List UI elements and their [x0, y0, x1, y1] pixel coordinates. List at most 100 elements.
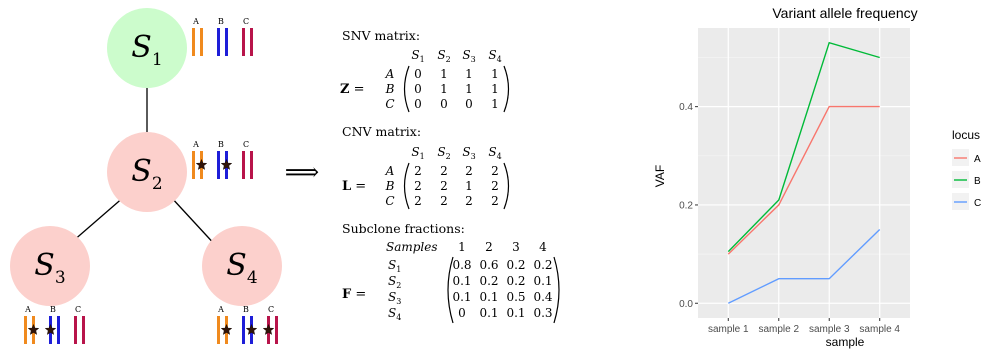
cnv-cell: 2 [465, 164, 473, 178]
fractions-bracket-left [447, 256, 454, 324]
mutation-star-icon-fill [221, 324, 232, 335]
snv-title: SNV matrix: [342, 28, 420, 43]
cnv-cell: 2 [440, 179, 448, 193]
locus-label: C [268, 305, 274, 314]
mutation-star-icon-fill [246, 324, 257, 335]
fractions-title: Subclone fractions: [342, 221, 465, 236]
chromosome-bar-a [217, 316, 220, 344]
snv-cell: 1 [491, 67, 499, 81]
cnv-cell: 2 [491, 179, 499, 193]
chromosome-bar-b [242, 316, 245, 344]
locus-label: B [218, 140, 224, 149]
vaf-chart: Variant allele frequency 0.00.20.4sample… [653, 5, 981, 349]
gridlines [698, 28, 910, 318]
snv-lhs: Z = [340, 82, 365, 97]
mutation-star-icon [195, 158, 208, 170]
y-tick-label: 0.4 [679, 102, 693, 113]
node-s4-label: S4 [226, 248, 257, 288]
node-s3-label: S3 [34, 248, 65, 288]
cnv-col-header: S1 [411, 145, 424, 161]
node-s1-circle [107, 8, 187, 88]
locus-label: B [50, 305, 56, 314]
legend: locus ABC [952, 128, 981, 210]
chromosome-bar-b [217, 28, 220, 56]
fractions-cell: 0.1 [533, 274, 552, 288]
chart-title: Variant allele frequency [772, 5, 917, 21]
x-tick-label: sample 4 [859, 324, 900, 335]
fractions-cell: 0.1 [452, 290, 471, 304]
snv-row-label: C [385, 97, 394, 111]
fractions-cell: 0.8 [452, 258, 471, 272]
snv-col-headers: S1 S2 S3 S4 [411, 48, 501, 64]
locus-label: A [24, 305, 31, 314]
snv-bracket-left [403, 65, 410, 113]
snv-cell: 1 [440, 67, 448, 81]
fractions-col-header: 4 [539, 240, 547, 254]
fractions-cell: 0.1 [479, 306, 498, 320]
x-tick-label: sample 2 [758, 324, 799, 335]
fractions-col-header: 3 [512, 240, 520, 254]
node-s3-circle [10, 226, 90, 306]
chromosome-bar-b [57, 316, 60, 344]
series-line-c [727, 228, 881, 304]
legend-title: locus [952, 128, 980, 142]
fractions-cell: 0 [458, 306, 466, 320]
fractions-cell: 0.6 [479, 258, 498, 272]
fractions-bracket-right [553, 256, 560, 324]
cnv-cell: 2 [440, 194, 448, 208]
chromosome-bar-c [250, 151, 253, 179]
snv-cell: 0 [414, 67, 422, 81]
chromosome-bar-c [250, 28, 253, 56]
chromosome-bar-c [242, 151, 245, 179]
chromosome-bar-c [74, 316, 77, 344]
node-s4: S4 [202, 226, 282, 306]
snv-bracket-right [503, 65, 510, 113]
fractions-cell: 0.4 [533, 290, 552, 304]
x-tick-label: sample 3 [809, 324, 850, 335]
plot-background [698, 28, 910, 318]
node-s1: S1 [107, 8, 187, 88]
cnv-lhs: L = [342, 179, 366, 194]
mutation-star-icon [262, 323, 275, 335]
cnv-cell: 2 [414, 164, 422, 178]
fractions-matrix: Subclone fractions: Samples 1 2 3 4 F = … [342, 221, 560, 324]
snv-cell: 0 [465, 97, 473, 111]
chromosome-bar-a [192, 28, 195, 56]
node-s4-circle [202, 226, 282, 306]
legend-items: ABC [952, 149, 981, 210]
series-line-a [727, 105, 880, 255]
mutation-star-icon [27, 323, 40, 335]
snv-col-header: S3 [462, 48, 475, 64]
fractions-row-label: S3 [388, 290, 401, 306]
chromosome-bar-a [192, 151, 195, 179]
node-s2-circle [107, 132, 187, 212]
mutation-star-icon-fill [196, 159, 207, 170]
fractions-cell: 0.2 [506, 258, 525, 272]
cnv-col-headers: S1 S2 S3 S4 [411, 145, 501, 161]
x-axis-label: sample [826, 335, 865, 349]
cnv-cell: 2 [491, 194, 499, 208]
snv-col-header: S2 [437, 48, 450, 64]
chromosome-bar-b [225, 28, 228, 56]
fractions-col-header: 1 [458, 240, 466, 254]
cnv-col-header: S2 [437, 145, 450, 161]
cnv-col-header: S4 [488, 145, 501, 161]
legend-label: C [974, 198, 981, 209]
cnv-cell: 2 [414, 194, 422, 208]
cnv-cell: 2 [465, 194, 473, 208]
y-tick-label: 0.2 [679, 200, 693, 211]
cnv-cell: 2 [414, 179, 422, 193]
mutation-star-icon [44, 323, 57, 335]
mutation-star-icon-fill [221, 159, 232, 170]
snv-col-header: S4 [488, 48, 501, 64]
fractions-col-header: 2 [485, 240, 493, 254]
locus-label: C [243, 140, 249, 149]
chromosome-bar-a [24, 316, 27, 344]
